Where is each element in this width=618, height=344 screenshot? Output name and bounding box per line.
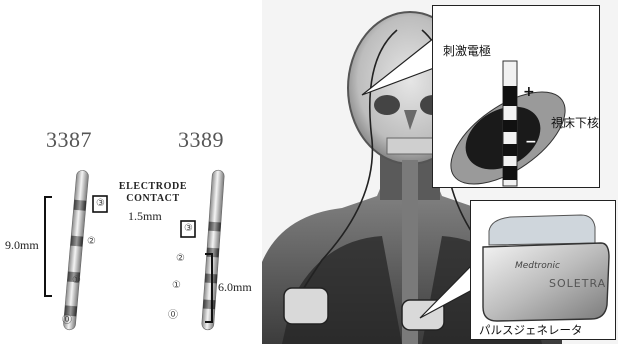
pulse-generator-label: パルスジェネレータ (479, 322, 583, 338)
lead-3389-contact-1-label: ① (172, 280, 181, 291)
lead-3387 (63, 170, 89, 330)
bracket-9mm (45, 197, 52, 296)
lead-3387-spacing-label: 9.0mm (5, 238, 39, 253)
callout-stim-box: 刺激電極 + − 視床下核 (432, 5, 600, 188)
device-model-text: SOLETRA (549, 277, 606, 290)
stn-label: 視床下核 (551, 114, 599, 131)
stn-diagram (433, 6, 599, 187)
lead-3389-contact-3-label: ③ (184, 223, 193, 234)
lead-3387-contact-2-label: ② (87, 236, 96, 247)
lead-3389-contact-2-label: ② (176, 253, 185, 264)
lead-3387-contact-0-label: ⓪ (62, 311, 72, 326)
electrode-contact-length: 1.5mm (128, 209, 162, 224)
lead-3389-contact-0 (203, 299, 216, 309)
teeth (387, 138, 433, 154)
lead-3387-contact-1-label: ① (72, 275, 81, 286)
lead-3389-spacing-label: 6.0mm (218, 280, 252, 295)
device-brand-text: Medtronic (515, 261, 560, 271)
eye-socket-left (374, 95, 400, 115)
lead-3389-contact-0-label: ⓪ (168, 306, 178, 321)
lead-3389-contact-3 (208, 222, 221, 232)
callout-contact-4 (503, 166, 517, 180)
implant-left (284, 288, 328, 324)
electrode-contact-label: Electrode contact (118, 181, 188, 205)
callout-contact-2 (503, 120, 517, 132)
ipg-header (489, 215, 595, 245)
electrode-contact-line2: contact (118, 193, 188, 205)
minus-label: − (525, 134, 537, 150)
lead-3387-contact-3 (74, 200, 87, 211)
callout-contact-1 (503, 86, 517, 106)
stim-electrode-label: 刺激電極 (443, 42, 491, 59)
lead-3387-contact-2 (70, 236, 83, 247)
callout-generator-box: Medtronic SOLETRA パルスジェネレータ (470, 200, 616, 340)
callout-contact-3 (503, 144, 517, 156)
lead-3387-contact-3-label: ③ (96, 198, 105, 209)
electrode-contact-line1: Electrode (118, 181, 188, 193)
plus-label: + (523, 84, 535, 100)
